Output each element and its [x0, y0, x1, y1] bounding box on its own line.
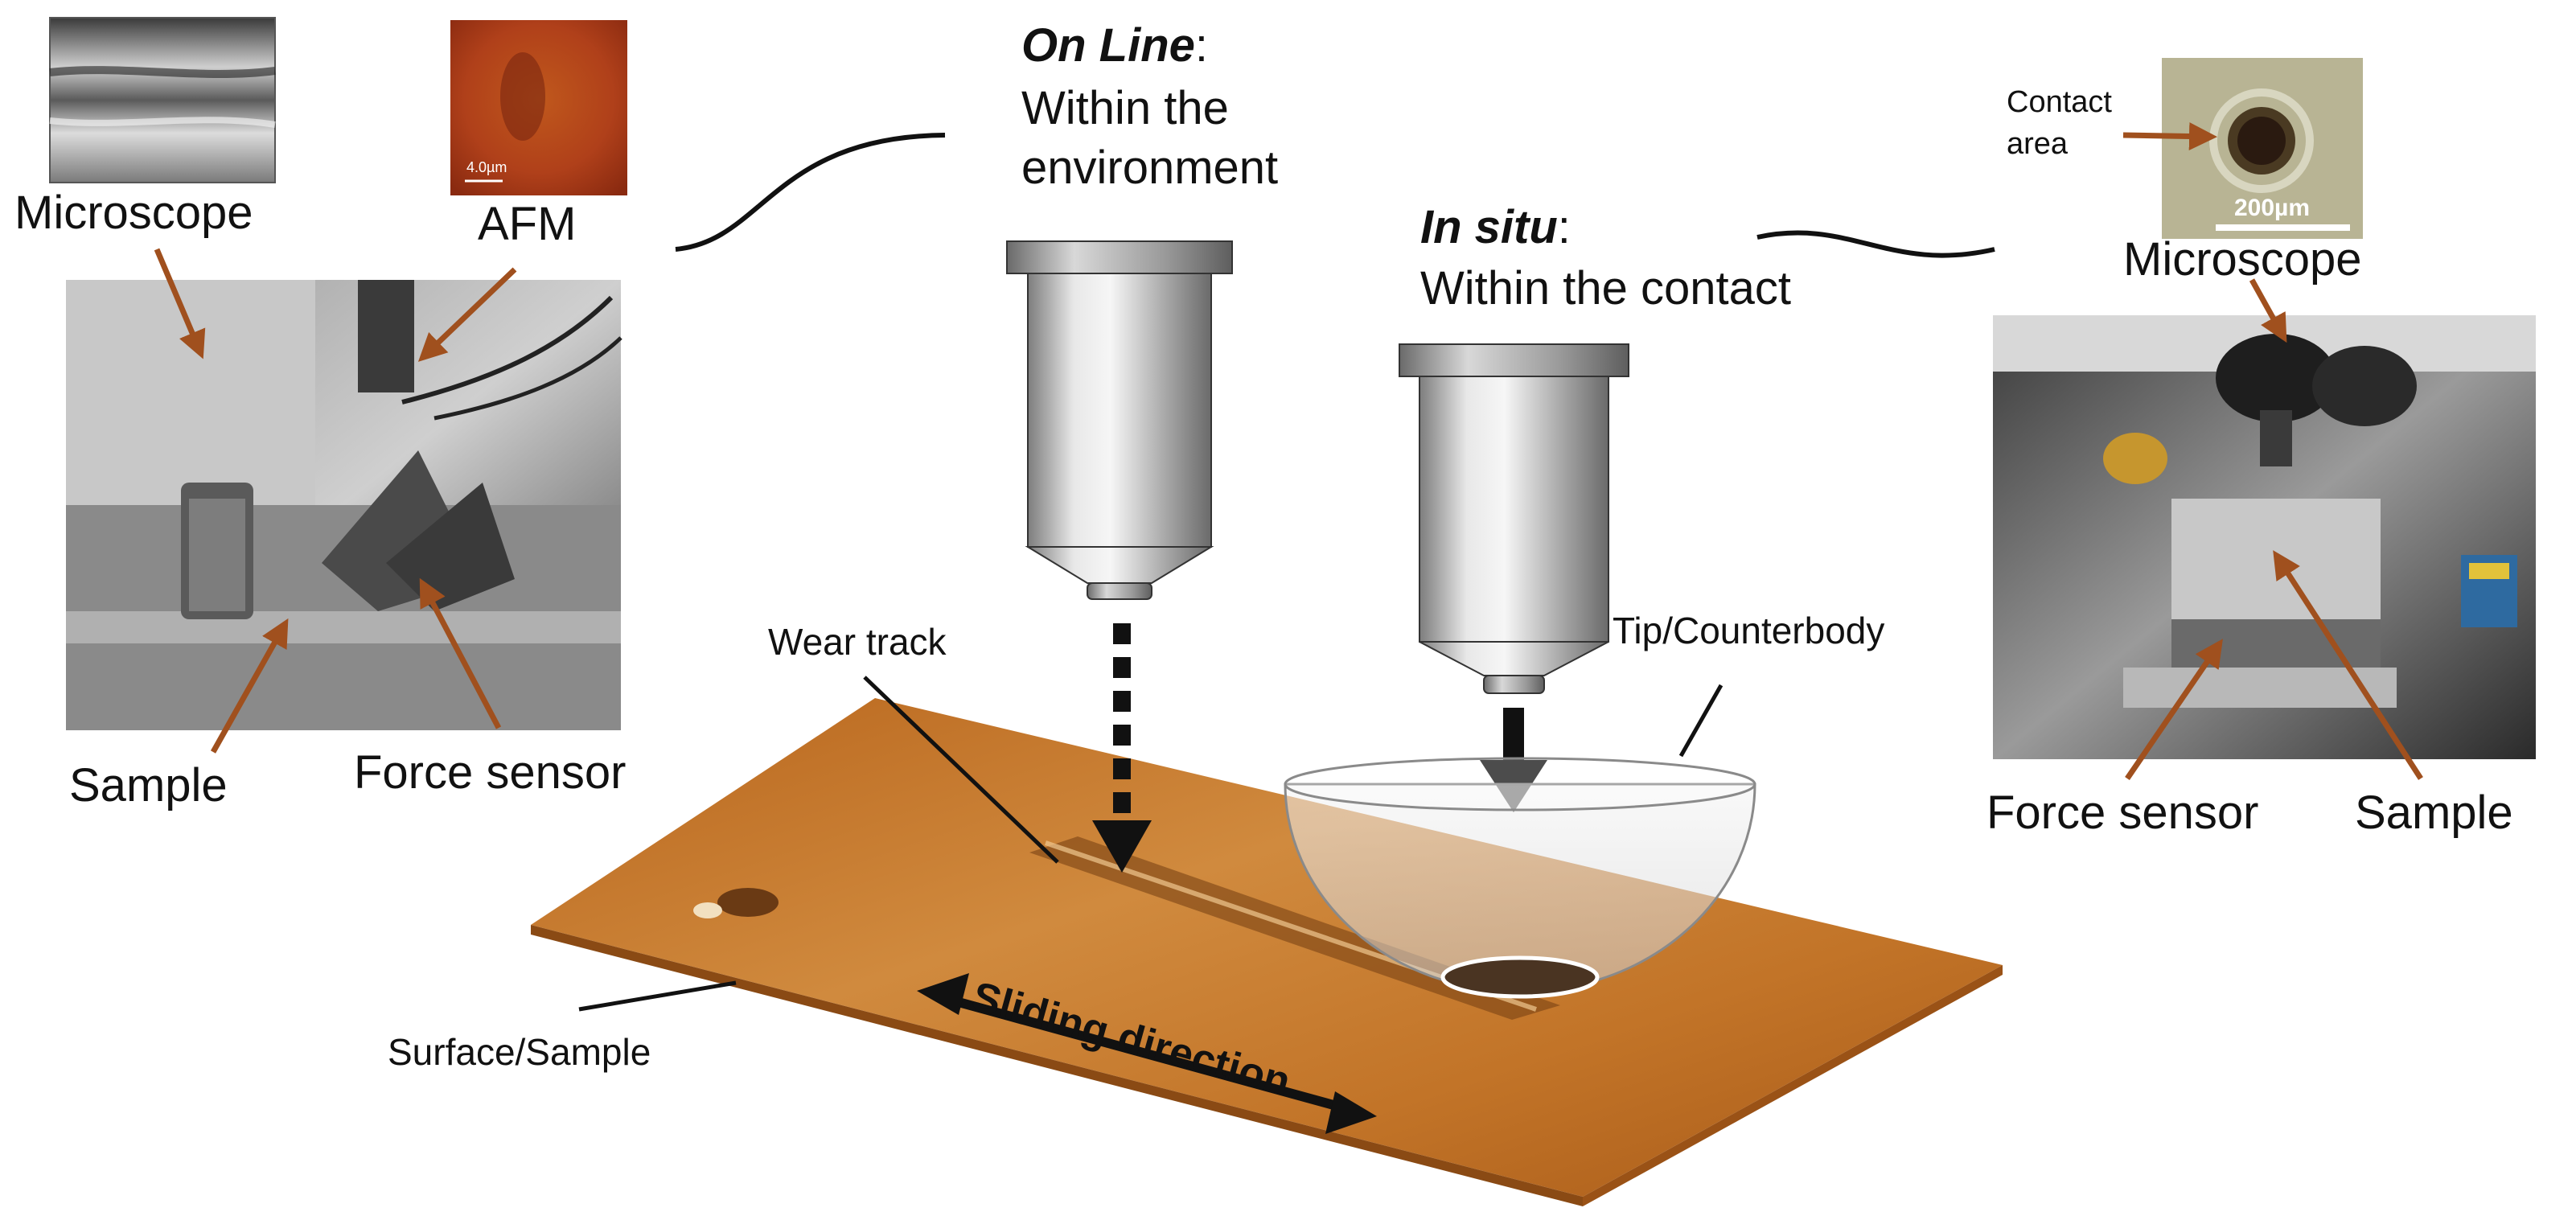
left-microscope-label: Microscope [14, 187, 253, 239]
on-line-line2: environment [1021, 142, 1279, 194]
left-afm-label: AFM [478, 198, 577, 250]
on-line-colon: : [1194, 19, 1209, 72]
in-situ-heading: In situ: [1420, 201, 1571, 255]
in-situ-tip [1399, 343, 1629, 694]
microscope-thumbnail [49, 17, 276, 183]
contact-area-label-2: area [2007, 127, 2069, 161]
right-force-sensor-arrow [2125, 639, 2223, 780]
wear-track-pointer [863, 676, 1059, 864]
left-sample-label: Sample [69, 759, 228, 811]
microscope-arrow [154, 248, 206, 359]
on-line-dashed-arrow [1092, 623, 1152, 873]
tip-counterbody-label: Tip/Counterbody [1613, 610, 1885, 651]
on-line-title: On Line [1021, 19, 1195, 72]
in-situ-title: In situ [1420, 201, 1558, 253]
counterbody-dome [1284, 757, 1756, 999]
afm-thumbnail [450, 20, 627, 195]
on-line-tip [1006, 240, 1233, 600]
left-arrows [154, 248, 517, 754]
surface-pointer [578, 980, 737, 1012]
right-sample-arrow [2273, 550, 2423, 780]
surface-sample [531, 698, 2003, 1206]
sliding-direction-arrow [917, 973, 1377, 1134]
right-setup-photo [1993, 315, 2536, 759]
left-setup-photo [66, 280, 622, 730]
wear-track-label: Wear track [768, 621, 947, 663]
on-line-connector [675, 133, 946, 252]
scale-bar-text: 200µm [2234, 195, 2311, 221]
in-situ-line1: Within the contact [1420, 262, 1791, 314]
right-microscope-arrow [2249, 278, 2287, 343]
on-line-heading: On Line: [1021, 19, 1208, 73]
right-sample-label: Sample [2355, 787, 2513, 839]
tip-pointer [1678, 684, 1723, 758]
right-force-sensor-label: Force sensor [1986, 787, 2259, 839]
in-situ-connector [1756, 230, 1995, 258]
afm-arrow [417, 267, 517, 362]
sample-arrow [210, 618, 289, 754]
right-arrows [2125, 278, 2423, 780]
afm-scale-text: 4.0µm [466, 159, 507, 175]
right-microscope-label: Microscope [2123, 233, 2362, 286]
contact-area-arrow [2122, 121, 2217, 150]
contact-area-label-1: Contact [2007, 85, 2112, 119]
left-force-sensor-label: Force sensor [354, 746, 627, 799]
in-situ-colon: : [1557, 201, 1571, 253]
on-line-line1: Within the [1021, 82, 1229, 134]
surface-sample-label: Surface/Sample [388, 1031, 651, 1073]
force-sensor-arrow [419, 577, 502, 729]
